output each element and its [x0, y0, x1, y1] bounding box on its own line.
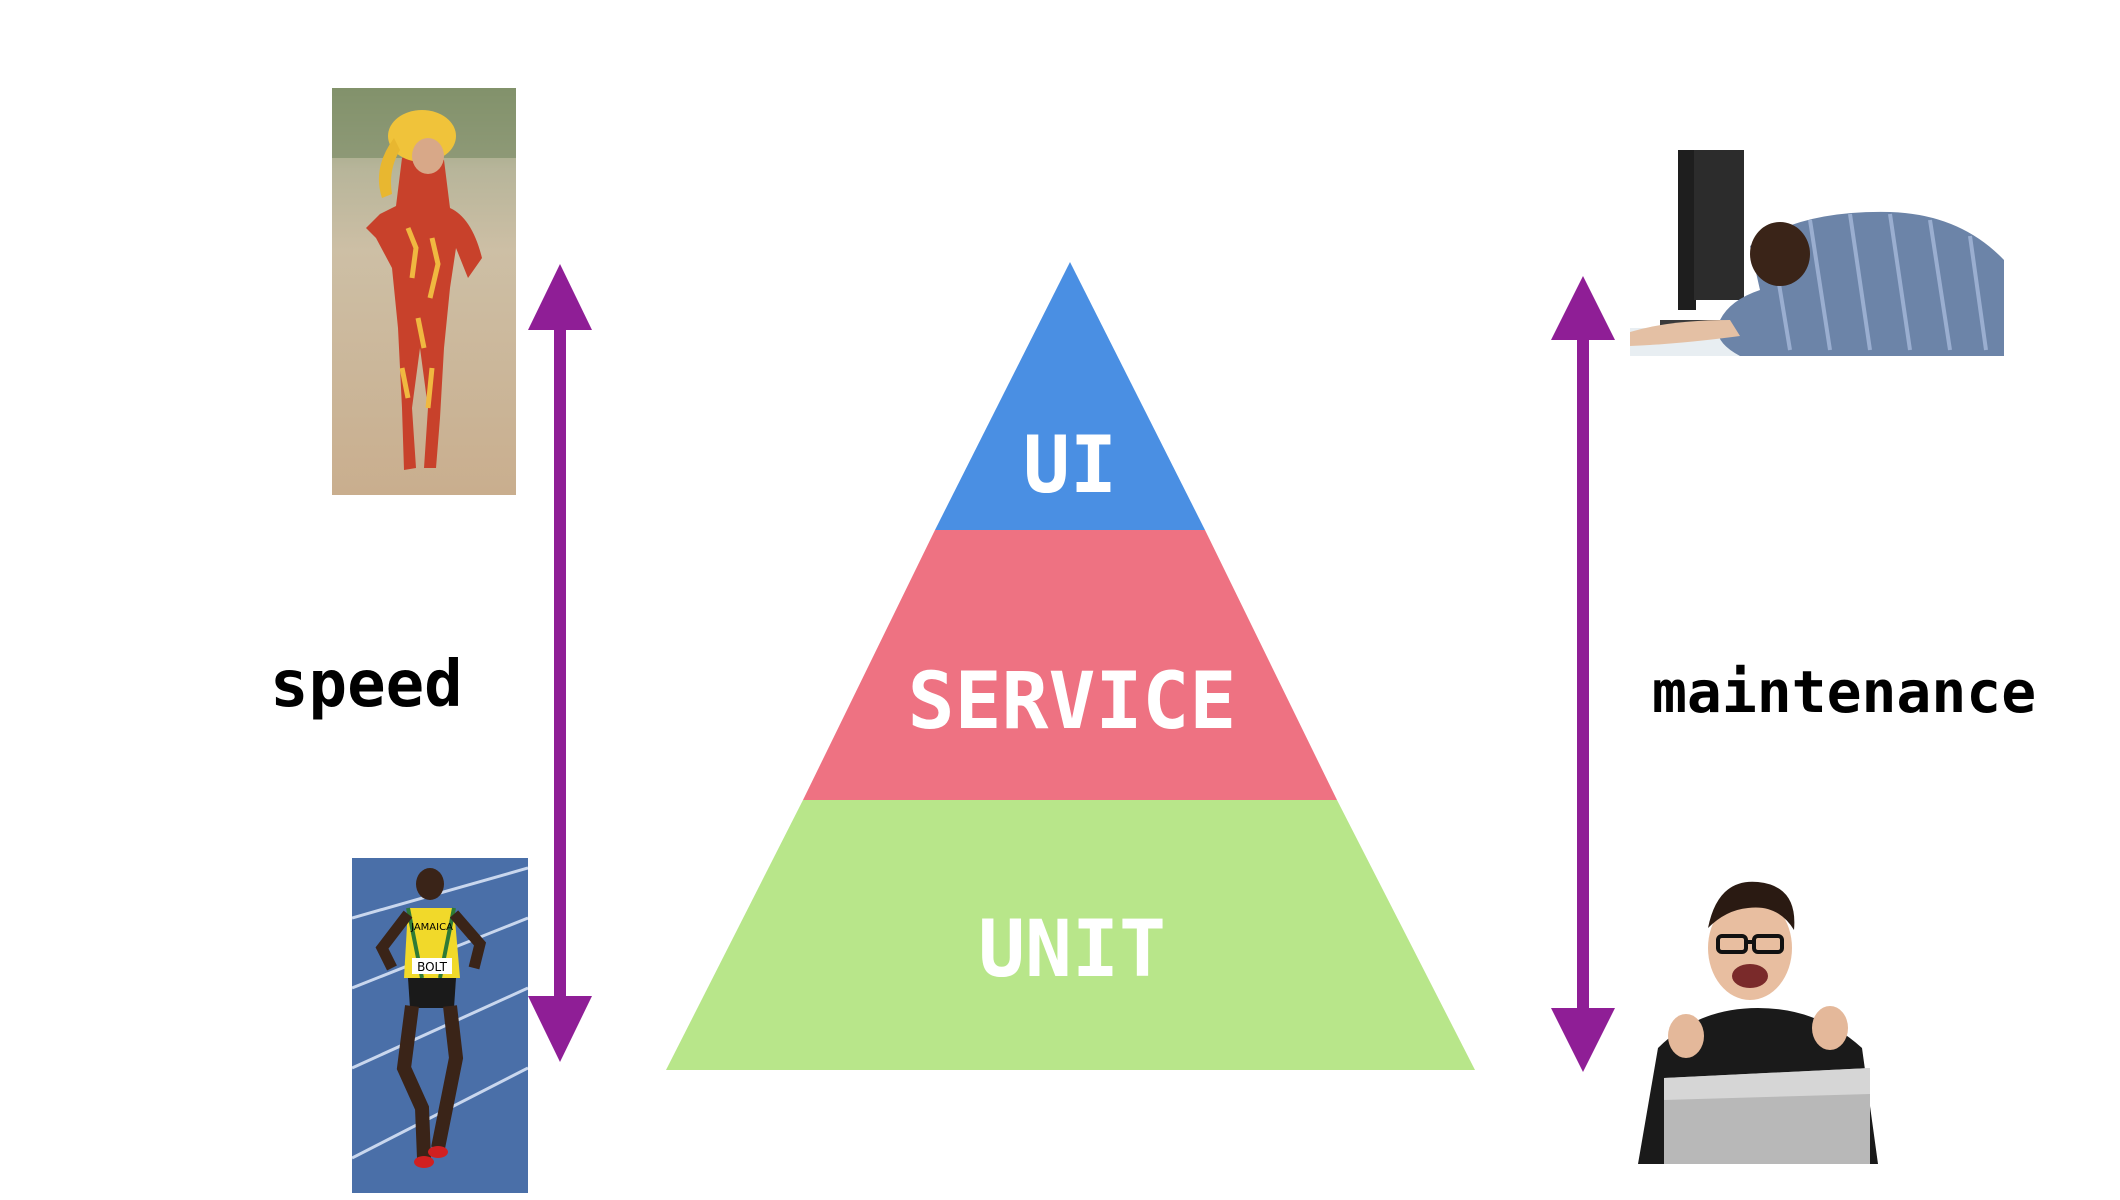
speed-arrowhead-up [528, 264, 592, 330]
pyramid-label-service: SERVICE [908, 657, 1237, 747]
speed-arrowhead-down [528, 996, 592, 1062]
pyramid-label-ui: UI [1023, 421, 1117, 511]
sprinter-bib: BOLT [417, 960, 448, 974]
sprinter-jersey: JAMAICA [410, 922, 453, 933]
pyramid-tier-service [803, 530, 1337, 800]
frustrated-worker-photo [1630, 150, 2004, 356]
happy-developer-photo [1638, 868, 1878, 1164]
pyramid-tier-ui [935, 262, 1205, 530]
maintenance-arrowhead-down [1551, 1008, 1615, 1072]
maintenance-label: maintenance [1652, 658, 2037, 726]
speed-arrow [528, 264, 592, 1062]
pyramid-label-unit: UNIT [978, 905, 1166, 995]
maintenance-arrow [1551, 276, 1615, 1072]
sprinter-photo: BOLT JAMAICA [352, 858, 528, 1193]
maintenance-arrowhead-up [1551, 276, 1615, 340]
speed-label: speed [270, 648, 463, 722]
pyramid-tier-unit [666, 800, 1475, 1070]
costumed-runner-photo [332, 88, 516, 495]
